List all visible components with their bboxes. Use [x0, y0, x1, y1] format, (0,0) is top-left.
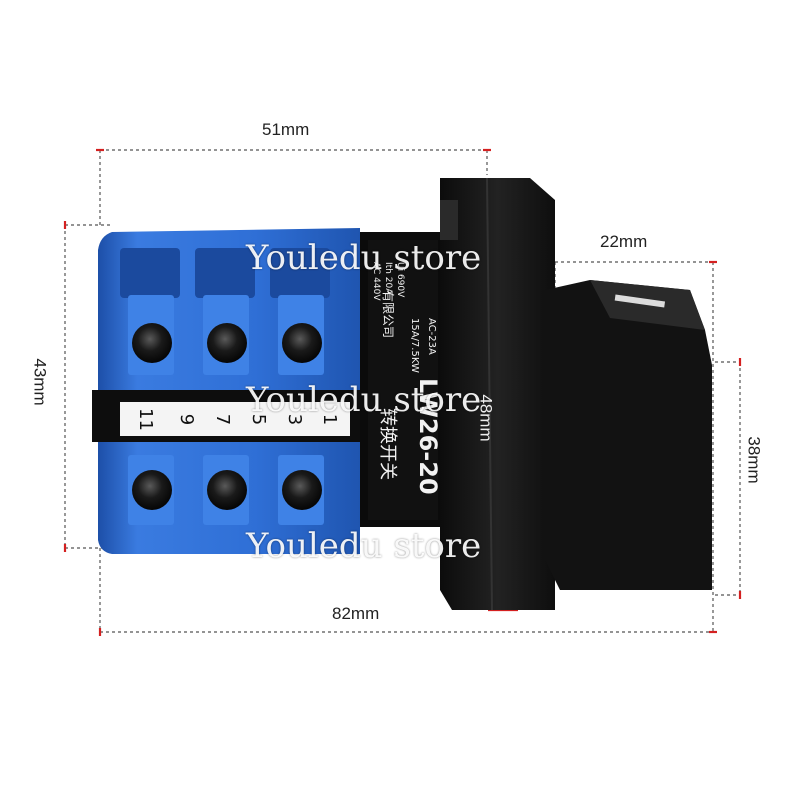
screw-icon — [207, 470, 247, 510]
screw-icon — [207, 323, 247, 363]
dimension-markers — [63, 148, 742, 636]
dim-knob-height: 38mm — [744, 436, 764, 484]
dim-panel-depth: 22mm — [600, 232, 648, 251]
terminal-screws — [132, 323, 322, 510]
screw-icon — [132, 323, 172, 363]
body-maker: 有限公司 — [381, 290, 395, 339]
body-rating-3: AC-23A — [426, 318, 437, 355]
dim-total-length: 82mm — [332, 604, 380, 623]
terminal-number: 9 — [176, 413, 198, 425]
front-panel — [440, 178, 555, 610]
dim-left-height: 43mm — [30, 358, 50, 406]
terminal-number: 7 — [212, 413, 234, 425]
watermark: Youledu store — [246, 238, 482, 278]
dim-top-width: 51mm — [262, 120, 310, 139]
terminal-number: 11 — [135, 407, 157, 431]
screw-icon — [282, 470, 322, 510]
watermark: Youledu store — [246, 526, 482, 566]
rotary-knob — [545, 280, 712, 590]
screw-icon — [282, 323, 322, 363]
rating-label — [368, 240, 438, 520]
screw-icon — [132, 470, 172, 510]
upper-terminal-slots — [120, 248, 330, 298]
body-rating-5: 15A/7.5KW — [409, 318, 420, 373]
watermark: Youledu store — [246, 380, 482, 420]
